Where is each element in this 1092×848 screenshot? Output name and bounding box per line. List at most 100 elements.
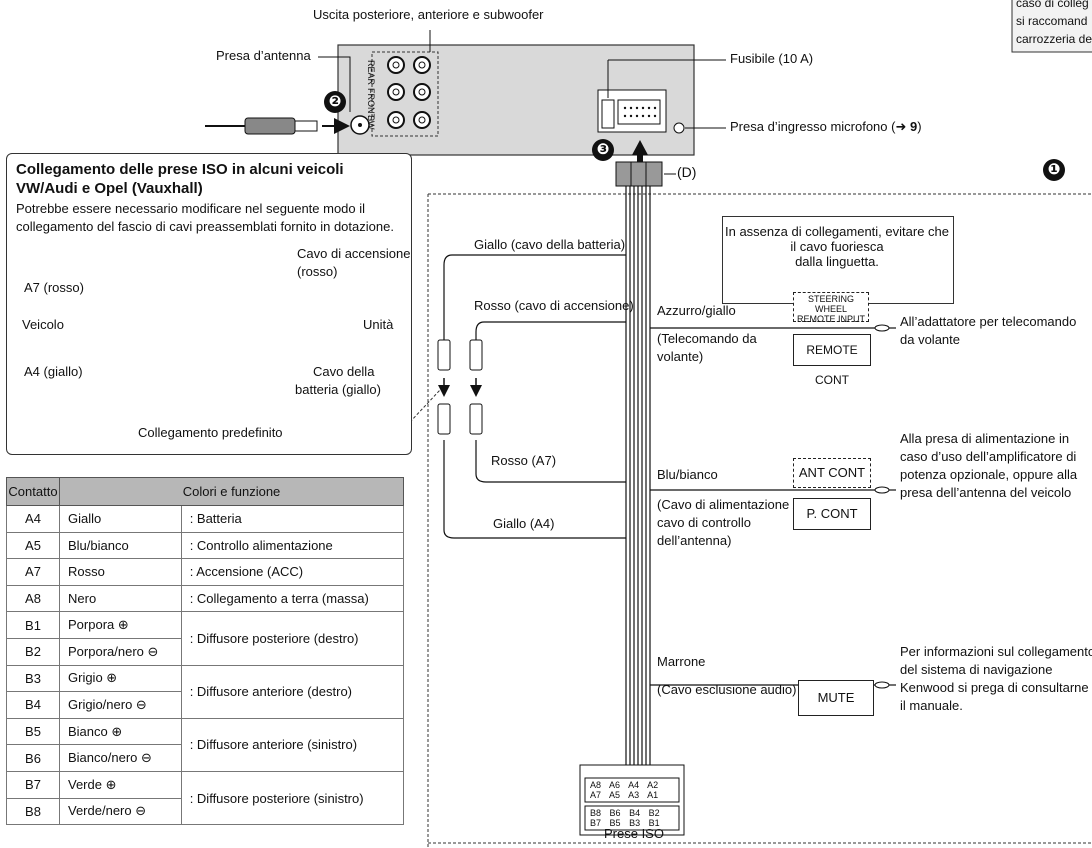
port-label-sw: SW xyxy=(366,115,376,130)
marker-one: ❶ xyxy=(1043,159,1065,181)
color-cell: Porpora ⊕ xyxy=(59,611,182,639)
pin-cell: B5 xyxy=(6,717,60,746)
tab-callout-box xyxy=(722,216,954,304)
function-cell: : Diffusore anteriore (sinistro) xyxy=(180,717,405,772)
mic-jack xyxy=(673,122,685,134)
function-cell: : Accensione (ACC) xyxy=(180,558,405,586)
mic-label-close: ) xyxy=(917,119,922,134)
rear-outputs-label: Uscita posteriore, anteriore e subwoofer xyxy=(313,7,544,22)
pin-cell: B4 xyxy=(6,691,60,719)
fuse-label: Fusibile (10 A) xyxy=(730,51,814,66)
blue-desc-3: dell’antenna) xyxy=(657,533,732,548)
color-cell: Porpora/nero ⊖ xyxy=(59,637,182,666)
fuse-icon xyxy=(601,99,615,129)
pin-cell: B1 xyxy=(6,611,60,639)
marker-two: ❷ xyxy=(324,91,346,113)
blue-desc: (Cavo di alimentazione / xyxy=(657,497,797,512)
steering-wire-label: Azzurro/giallo xyxy=(657,303,736,318)
ant-cont-box: ANT CONT xyxy=(793,458,871,488)
iso-connector-label: Prese ISO xyxy=(604,826,664,841)
yellow-battery-label: Giallo (cavo della batteria) xyxy=(474,237,626,252)
corner-note-line: si raccomand xyxy=(1016,14,1088,28)
rca-jacks xyxy=(387,56,431,129)
battery-label-2: batteria (giallo) xyxy=(295,382,381,397)
red-ignition-label: Rosso (cavo di accensione) xyxy=(474,298,634,313)
color-cell: Rosso xyxy=(59,558,182,586)
arrow-icon: ➜ xyxy=(895,119,910,134)
pin-cell: A7 xyxy=(6,558,60,586)
pin-cell: A4 xyxy=(6,505,60,533)
table-header-function: Colori e funzione xyxy=(59,477,404,506)
power-target: caso d’uso dell’amplificatore di xyxy=(900,449,1077,464)
mic-label-text: Presa d’ingresso microfono ( xyxy=(730,119,896,134)
iso-note-title: Collegamento delle prese ISO in alcuni v… xyxy=(16,161,344,178)
rca-output-group xyxy=(371,51,439,137)
harness-plug xyxy=(615,161,663,187)
blue-white-label: Blu/bianco xyxy=(657,467,718,482)
p-cont-box: P. CONT xyxy=(793,498,871,530)
function-cell: : Batteria xyxy=(180,505,405,533)
pin-cell: B2 xyxy=(6,637,60,666)
color-cell: Blu/bianco xyxy=(59,531,182,560)
ignition-label: Cavo di accensione xyxy=(297,246,411,261)
iso-note-body-2: collegamento del fascio di cavi preassem… xyxy=(16,219,394,234)
brown-label: Marrone xyxy=(657,654,706,669)
blue-desc-2: cavo di controllo xyxy=(657,515,751,530)
color-cell: Grigio/nero ⊖ xyxy=(59,691,182,719)
iso-note-body: Potrebbe essere necessario modificare ne… xyxy=(16,201,366,216)
vehicle-connectors xyxy=(437,339,483,435)
steering-target: All’adattatore per telecomando xyxy=(900,314,1077,329)
power-target: Alla presa di alimentazione in xyxy=(900,431,1070,446)
brown-desc: (Cavo esclusione audio) xyxy=(657,682,797,697)
color-cell: Bianco/nero ⊖ xyxy=(59,744,182,772)
tab-callout-line: In assenza di collegamenti, evitare che … xyxy=(724,224,949,254)
iso-a-row-2: A7 A5 A3 A1 xyxy=(590,790,659,800)
pin-cell: B6 xyxy=(6,744,60,772)
antenna-plug-icon xyxy=(205,117,350,135)
port-label-rear: REAR xyxy=(366,60,376,86)
pin-cell: B8 xyxy=(6,797,60,826)
steering-target-2: da volante xyxy=(900,332,960,347)
battery-label: Cavo della xyxy=(313,364,375,379)
red-a7-label: Rosso (A7) xyxy=(491,453,557,468)
steering-desc: (Telecomando da xyxy=(657,331,757,346)
ignition-label-2: (rosso) xyxy=(297,264,338,279)
tab-callout-line: dalla linguetta. xyxy=(795,254,879,269)
iso-note-title-2: VW/Audi e Opel (Vauxhall) xyxy=(16,180,203,197)
nav-target: del sistema di navigazione xyxy=(900,662,1053,677)
corner-note-box xyxy=(1011,0,1092,53)
wire-bundle xyxy=(625,186,651,765)
power-target: presa dell’antenna del veicolo xyxy=(900,485,1072,500)
mic-ref: 9 xyxy=(909,119,918,134)
function-cell: : Collegamento a terra (massa) xyxy=(180,584,405,613)
power-target: potenza opzionale, oppure alla xyxy=(900,467,1078,482)
steering-box-line: REMOTE INPUT xyxy=(796,313,865,324)
function-cell: : Diffusore anteriore (destro) xyxy=(180,664,405,719)
function-cell: : Controllo alimentazione xyxy=(180,531,405,560)
pin-cell: B7 xyxy=(6,770,60,799)
pin-cell: B3 xyxy=(6,664,60,693)
default-connection-label: Collegamento predefinito xyxy=(138,425,283,440)
color-cell: Verde ⊕ xyxy=(59,770,182,799)
iso-b-row-2: B7 B5 B3 B1 xyxy=(590,818,660,828)
yellow-a4-label: Giallo (A4) xyxy=(493,516,555,531)
steering-remote-input-box: STEERING WHEEL REMOTE INPUT xyxy=(793,292,869,324)
a4-label: A4 (giallo) xyxy=(24,364,83,379)
nav-target: Kenwood si prega di consultarne xyxy=(900,680,1089,695)
color-cell: Bianco ⊕ xyxy=(59,717,182,746)
tab-callout-text: In assenza di collegamenti, evitare che … xyxy=(722,224,952,269)
unit-label: Unità xyxy=(363,317,394,332)
mute-box: MUTE xyxy=(798,680,874,716)
steering-desc-2: volante) xyxy=(657,349,704,364)
color-cell: Verde/nero ⊖ xyxy=(59,797,182,826)
